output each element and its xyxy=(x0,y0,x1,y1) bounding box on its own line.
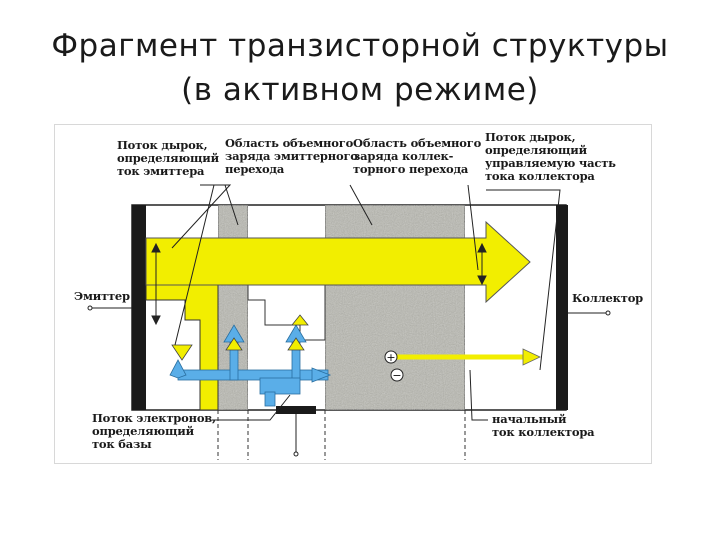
region-guides xyxy=(217,410,466,460)
label-initial-collector-current: начальный ток коллектора xyxy=(492,412,595,439)
label-hole-flow-collector: Поток дырок, определяющий управляемую ча… xyxy=(485,130,616,183)
initial-collector-current-arrowhead xyxy=(522,348,541,366)
hole-flow-branches xyxy=(171,314,309,361)
terminal-leads xyxy=(87,305,611,457)
slide-title-line-2: (в активном режиме) xyxy=(181,72,539,108)
label-emitter: Эмиттер xyxy=(74,289,130,303)
label-emitter-junction-region: Область объемного заряда эмиттерного пер… xyxy=(225,136,358,176)
label-electron-flow-base: Поток электронов, определяющий ток базы xyxy=(92,411,216,451)
minus-marker xyxy=(390,368,404,382)
label-collector-junction-region: Область объемного заряда коллек- торного… xyxy=(353,136,482,176)
leader-lines xyxy=(171,184,561,421)
hole-flow-arrow xyxy=(145,220,531,304)
label-hole-flow-emitter: Поток дырок, определяющий ток эмиттера xyxy=(117,138,219,178)
plus-marker xyxy=(384,350,398,364)
base-contact xyxy=(276,406,316,414)
dimension-arrows xyxy=(151,242,487,326)
slide-title: Фрагмент транзисторной структуры (в акти… xyxy=(0,24,720,112)
plus-sign: + xyxy=(386,351,395,364)
emitter-contact xyxy=(132,205,146,410)
collector-contact xyxy=(556,205,568,410)
label-collector: Коллектор xyxy=(572,291,644,305)
minus-sign: − xyxy=(392,369,401,382)
slide-title-line-1: Фрагмент транзисторной структуры xyxy=(51,28,669,64)
